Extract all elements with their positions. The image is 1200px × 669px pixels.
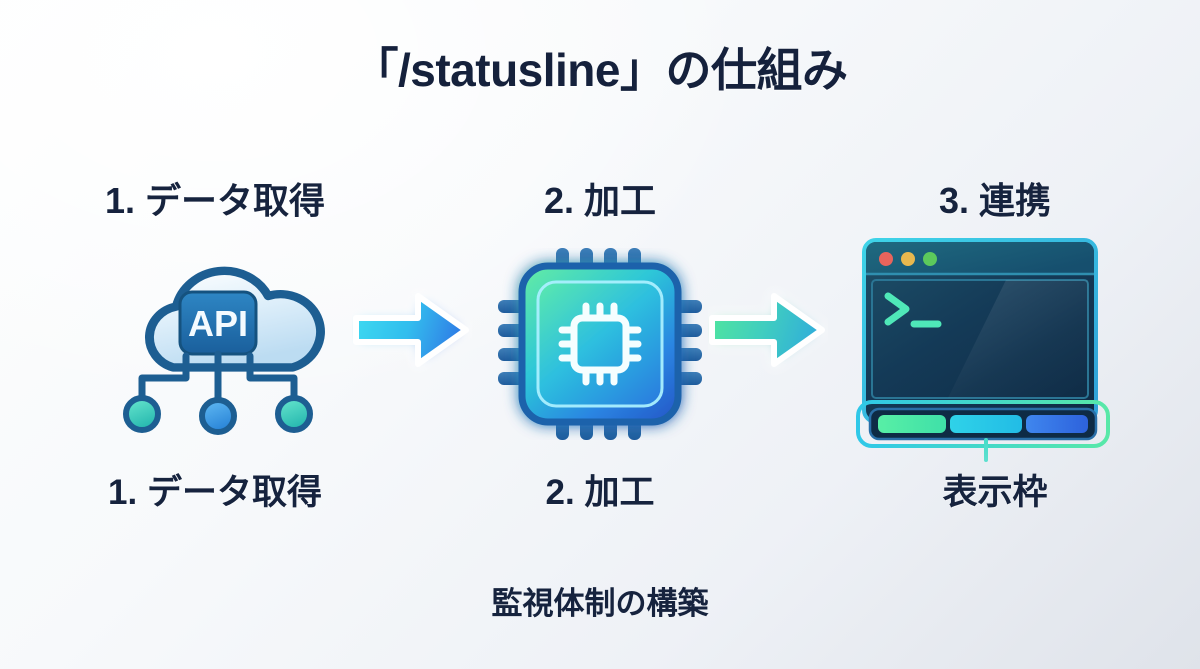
api-badge-label: API <box>188 303 248 344</box>
terminal-prompt-glyph <box>884 292 942 328</box>
cpu-chip-icon <box>498 248 702 440</box>
statusline-highlight <box>856 400 1110 448</box>
statusline-segment-3 <box>1026 415 1088 433</box>
statusline-segment-1 <box>878 415 946 433</box>
statusline-segment-2 <box>950 415 1022 433</box>
cloud-api-icon: API <box>108 248 328 440</box>
terminal-window-icon <box>856 226 1116 458</box>
arrow-step2-to-step3-icon <box>708 284 828 376</box>
page-title: 「/statusline」の仕組み <box>352 44 848 96</box>
step-3-top-label: 3. 連携 <box>938 180 1052 221</box>
step-2-top-label: 2. 加工 <box>543 180 657 221</box>
arrow-step1-to-step2-icon <box>352 284 472 376</box>
terminal-dot-minimize <box>901 252 915 266</box>
terminal-dot-close <box>879 252 893 266</box>
step-1-top-label: 1. データ取得 <box>104 180 326 221</box>
step-3-bottom-label: 表示枠 <box>942 473 1048 512</box>
terminal-dot-maximize <box>923 252 937 266</box>
statusline-callout-connector <box>984 438 988 462</box>
footer-caption: 監視体制の構築 <box>491 586 709 621</box>
step-2-bottom-label: 2. 加工 <box>545 473 655 512</box>
step-1-bottom-label: 1. データ取得 <box>108 473 322 512</box>
